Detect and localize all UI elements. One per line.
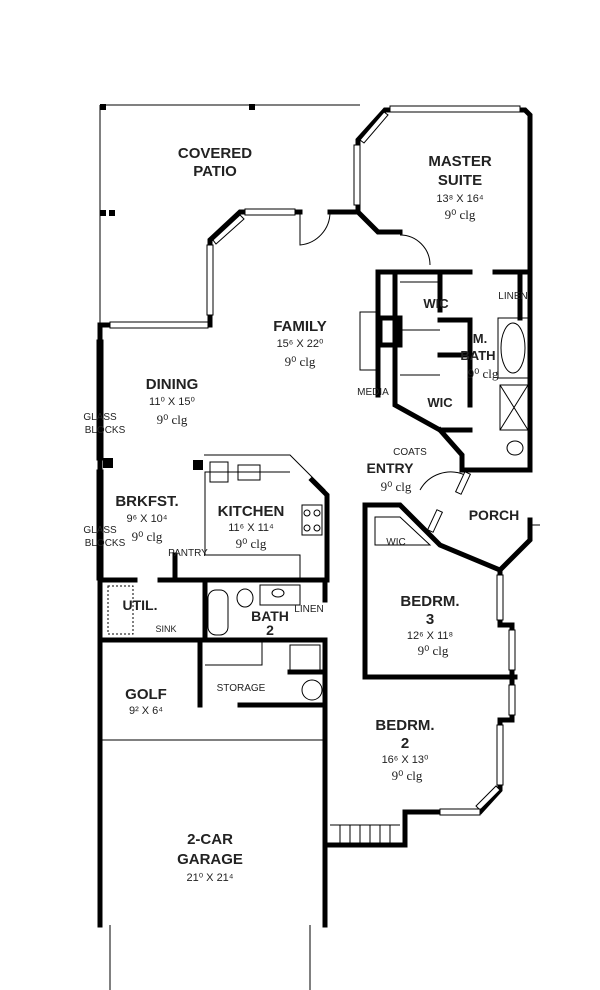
room-master-suite: MASTER SUITE 13⁸ X 16⁴ 9⁰ clg (428, 153, 492, 222)
room-porch: PORCH (469, 507, 520, 523)
room-dining: DINING 11⁰ X 15⁰ 9⁰ clg (146, 376, 199, 427)
room-garage: 2-CAR GARAGE 21⁰ X 21⁴ (177, 831, 243, 884)
room-sink: SINK (155, 624, 176, 634)
dimensions: 9² X 6⁴ (129, 705, 163, 717)
dimensions: 11⁶ X 11⁴ (228, 522, 274, 534)
entry-porch-walls (362, 426, 540, 680)
room-golf: GOLF 9² X 6⁴ (125, 686, 167, 717)
room-covered-patio: COVERED PATIO (178, 145, 252, 180)
room-coats: COATS (393, 447, 427, 458)
dimensions: 13⁸ X 16⁴ (436, 193, 484, 205)
ceiling: 9⁰ clg (468, 366, 499, 381)
label: PATIO (193, 163, 237, 180)
label: DINING (146, 376, 199, 393)
label: COVERED (178, 145, 252, 162)
room-entry: ENTRY 9⁰ clg (367, 460, 415, 494)
room-pantry: PANTRY (168, 548, 208, 559)
ceiling: 9⁰ clg (381, 479, 412, 494)
room-kitchen: KITCHEN 11⁶ X 11⁴ 9⁰ clg (218, 503, 285, 551)
ceiling: 9⁰ clg (445, 207, 476, 222)
label: BATH (460, 348, 495, 363)
room-family: FAMILY 15⁶ X 22⁰ 9⁰ clg (273, 318, 327, 369)
label: FAMILY (273, 318, 327, 335)
ceiling: 9⁰ clg (392, 768, 423, 783)
label: BEDRM. (375, 717, 434, 734)
label: GARAGE (177, 851, 243, 868)
label: M. (473, 331, 487, 346)
room-utility: UTIL. (123, 597, 158, 613)
ceiling: 9⁰ clg (285, 354, 316, 369)
label: ENTRY (367, 460, 415, 476)
fireplace-wic-walls (359, 269, 533, 456)
room-wic-master: WIC (423, 296, 449, 311)
label: BLOCKS (85, 425, 126, 436)
label: 3 (426, 611, 434, 628)
bedroom2-walls (322, 677, 516, 848)
dimensions: 9⁶ X 10⁴ (126, 513, 167, 525)
master-suite-walls (353, 105, 533, 473)
label: MASTER (428, 153, 492, 170)
ceiling: 9⁰ clg (236, 536, 267, 551)
room-linen-master: LINEN (498, 291, 527, 302)
dimensions: 21⁰ X 21⁴ (186, 872, 233, 884)
label: GOLF (125, 686, 167, 703)
dimensions: 12⁶ X 11⁸ (407, 630, 453, 642)
room-master-bath: M. BATH 9⁰ clg (460, 331, 498, 381)
room-bedroom2: BEDRM. 2 16⁶ X 13⁰ 9⁰ clg (375, 717, 434, 783)
service-walls (97, 552, 328, 643)
label: BEDRM. (400, 593, 459, 610)
room-wic-lower: WIC (427, 395, 453, 410)
label: BRKFST. (115, 493, 178, 510)
label: 2-CAR (187, 831, 233, 848)
garage-walls (97, 322, 328, 990)
ceiling: 9⁰ clg (132, 529, 163, 544)
room-breakfast: BRKFST. 9⁶ X 10⁴ 9⁰ clg (115, 493, 178, 544)
glass-blocks-lower: GLASS BLOCKS (83, 525, 125, 549)
label: BATH (251, 608, 289, 624)
label: GLASS (83, 412, 117, 423)
dimensions: 15⁶ X 22⁰ (277, 338, 324, 350)
room-bath2: BATH 2 (251, 608, 289, 638)
ceiling: 9⁰ clg (157, 412, 188, 427)
label: SUITE (438, 172, 482, 189)
room-storage: STORAGE (217, 683, 266, 694)
ceiling: 9⁰ clg (418, 643, 449, 658)
label: GLASS (83, 525, 117, 536)
room-linen-bath2: LINEN (294, 604, 323, 615)
room-wic-entry: WIC (386, 537, 405, 548)
label: 2 (266, 622, 274, 638)
dimensions: 11⁰ X 15⁰ (149, 396, 196, 408)
dimensions: 16⁶ X 13⁰ (382, 754, 429, 766)
glass-blocks-upper: GLASS BLOCKS (83, 412, 125, 436)
label: 2 (401, 735, 409, 752)
room-media: MEDIA (357, 387, 389, 398)
label: KITCHEN (218, 503, 285, 520)
covered-patio-outline (99, 104, 360, 325)
room-bedroom3: BEDRM. 3 12⁶ X 11⁸ 9⁰ clg (400, 593, 459, 658)
label: BLOCKS (85, 538, 126, 549)
